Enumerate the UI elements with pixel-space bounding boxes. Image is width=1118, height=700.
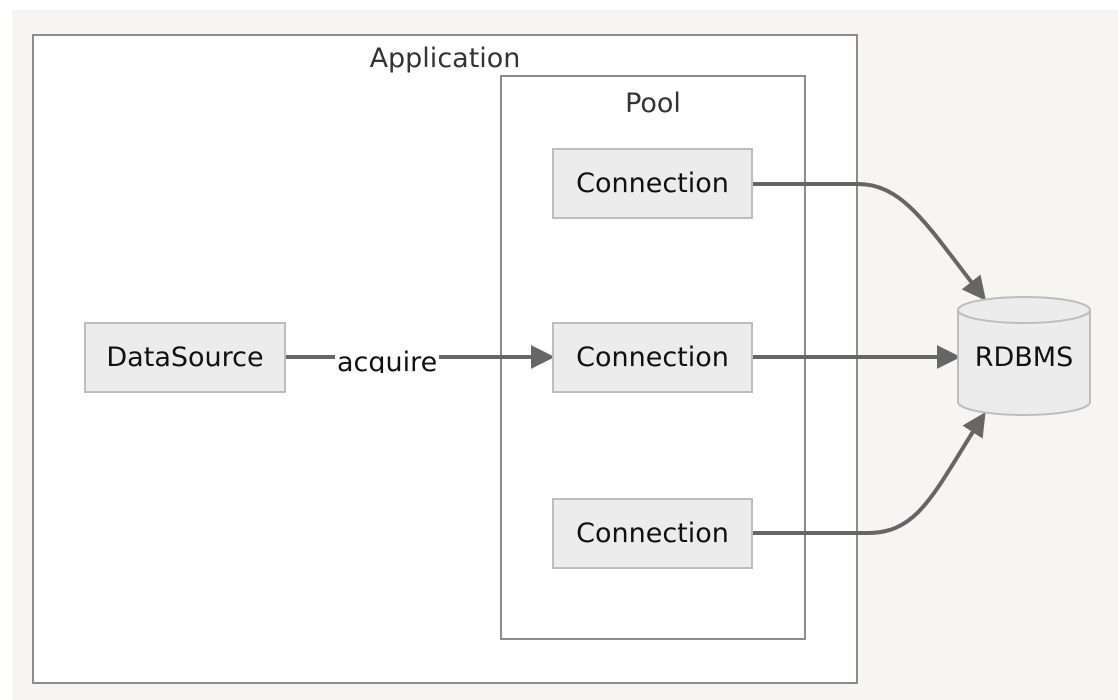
edge-connection-top-to-rdbms <box>752 182 986 301</box>
node-connection-middle: Connection <box>552 322 753 393</box>
node-datasource: DataSource <box>84 322 286 393</box>
edge-label-acquire: acquire <box>335 349 440 373</box>
rdbms-cylinder <box>957 296 1091 416</box>
edge-connection-bottom-to-rdbms <box>752 411 986 535</box>
cluster-application-title: Application <box>369 43 521 74</box>
cluster-pool-title: Pool <box>625 88 681 119</box>
node-rdbms-label: RDBMS <box>974 342 1074 373</box>
node-connection-bottom: Connection <box>552 498 753 569</box>
node-connection-top: Connection <box>552 148 753 219</box>
